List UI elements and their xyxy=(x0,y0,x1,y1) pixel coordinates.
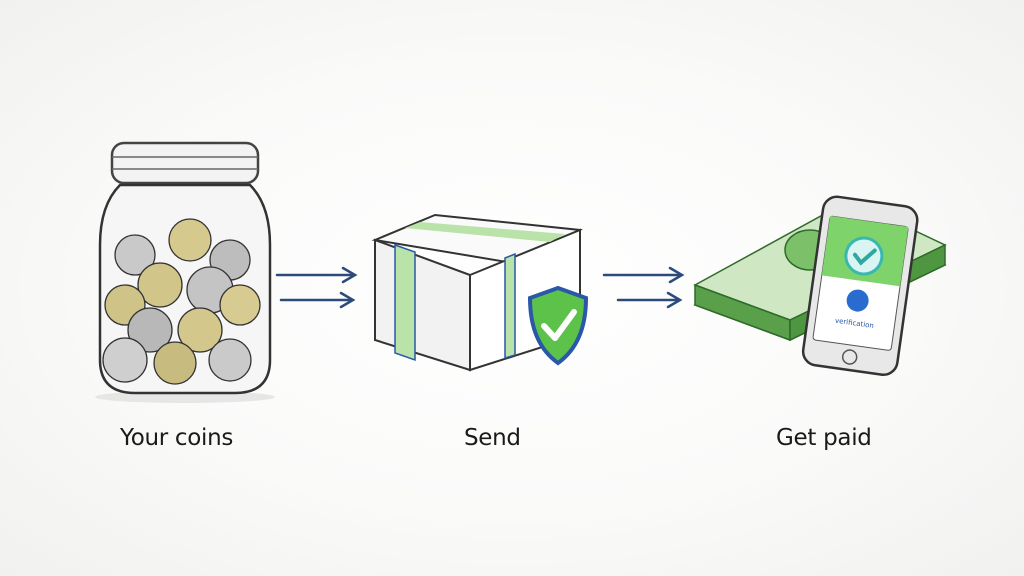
package-shield-icon xyxy=(371,213,589,372)
arrow-right-icon xyxy=(602,266,685,309)
arrow-right-icon xyxy=(275,266,358,309)
coin-jar-icon xyxy=(95,141,275,403)
step-label-send: Send xyxy=(464,425,521,451)
step-label-paid: Get paid xyxy=(776,425,872,451)
step-label-coins: Your coins xyxy=(120,425,234,451)
cash-phone-icon: verification xyxy=(693,195,947,377)
